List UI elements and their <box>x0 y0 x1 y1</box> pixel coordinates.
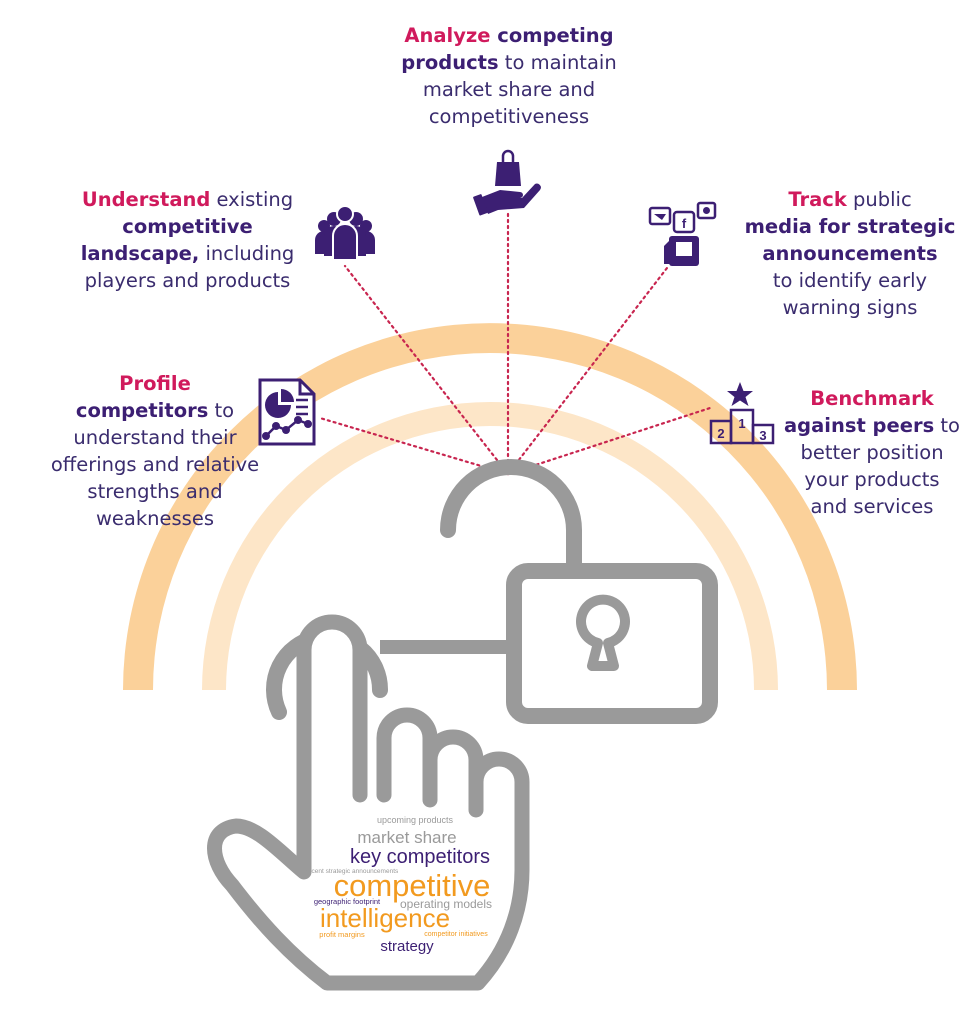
connector-profile <box>318 416 510 476</box>
wc-competitor-initiatives: competitor initiatives <box>424 931 488 938</box>
benchmark-text-segment: against peers <box>784 414 935 437</box>
wc-key-competitors: key competitors <box>350 846 490 868</box>
svg-text:2: 2 <box>717 426 724 441</box>
connector-understand <box>343 264 510 476</box>
analyze-text-segment: to maintain <box>498 51 617 74</box>
profile-line: strengths and <box>30 478 280 505</box>
benchmark-text-segment: your products <box>804 468 940 491</box>
benchmark-line: against peers to <box>765 412 979 439</box>
track-text-segment: public <box>846 188 912 211</box>
track-line: Track public <box>720 186 979 213</box>
track-text-segment: announcements <box>762 242 938 265</box>
connector-benchmark <box>506 406 712 476</box>
benchmark-line: and services <box>765 493 979 520</box>
profile-text-segment: offerings and relative <box>50 453 260 476</box>
benchmark-line: your products <box>765 466 979 493</box>
profile-text-segment: strengths and <box>87 480 223 503</box>
wc-strategy: strategy <box>380 938 434 955</box>
pointing-hand-icon <box>207 614 530 991</box>
padlock-link-bar <box>380 640 516 654</box>
understand-line: players and products <box>50 267 325 294</box>
understand-text-segment: competitive <box>122 215 253 238</box>
wc-intelligence: intelligence <box>320 903 450 933</box>
keyhole-icon <box>576 594 630 671</box>
connector-track <box>506 266 669 476</box>
connector-lines <box>318 212 712 476</box>
profile-line: understand their <box>30 424 280 451</box>
benchmark-text-segment: to <box>934 414 960 437</box>
track-text-segment: to identify early <box>772 269 928 292</box>
understand-line: Understand existing <box>50 186 325 213</box>
track-line: to identify early <box>720 267 979 294</box>
analyze-line: competitiveness <box>378 103 640 130</box>
wc-profit-margins: profit margins <box>319 930 365 939</box>
understand-text-segment: players and products <box>84 269 291 292</box>
profile-text-segment: Profile <box>119 372 191 395</box>
analyze-text-segment: Analyze <box>404 24 491 47</box>
wc-competitive: competitive <box>334 868 491 903</box>
analyze-text-segment: competing <box>490 24 614 47</box>
benchmark-text-segment: and services <box>810 495 934 518</box>
track-line: warning signs <box>720 294 979 321</box>
profile-line: offerings and relative <box>30 451 280 478</box>
wc-upcoming-products: upcoming products <box>377 815 454 825</box>
report-chart-icon <box>258 378 316 446</box>
wc-market-share: market share <box>357 828 456 847</box>
profile-text-segment: understand their <box>73 426 237 449</box>
understand-text-segment: existing <box>210 188 294 211</box>
svg-text:1: 1 <box>738 416 745 431</box>
benchmark-line: better position <box>765 439 979 466</box>
benchmark-text-segment: Benchmark <box>810 387 934 410</box>
benchmark-line: Benchmark <box>765 385 979 412</box>
understand-line: competitive <box>50 213 325 240</box>
analyze-text-segment: market share and <box>422 78 596 101</box>
track-text-segment: warning signs <box>782 296 918 319</box>
track-line: media for strategic <box>720 213 979 240</box>
svg-text:f: f <box>682 216 687 231</box>
benchmark-text-segment: better position <box>800 441 944 464</box>
padlock-shackle <box>440 459 582 576</box>
profile-text-segment: competitors <box>75 399 209 422</box>
profile-text-segment: to <box>208 399 235 422</box>
people-group-icon <box>315 205 375 261</box>
track-text-segment: media for strategic <box>744 215 956 238</box>
analyze-line: Analyze competing <box>378 22 640 49</box>
analyze-line: products to maintain <box>378 49 640 76</box>
profile-line: Profile <box>30 370 280 397</box>
social-media-phone-icon: f <box>648 201 717 266</box>
analyze-line: market share and <box>378 76 640 103</box>
understand-text-segment: Understand <box>81 188 211 211</box>
track-text-segment: Track <box>788 188 847 211</box>
word-cloud: upcoming products market share key compe… <box>306 815 492 955</box>
profile-line: competitors to <box>30 397 280 424</box>
analyze-text-segment: products <box>401 51 499 74</box>
profile-line: weaknesses <box>30 505 280 532</box>
wc-recent-strategic-announcements: recent strategic announcements <box>306 868 399 875</box>
profile-text-segment: weaknesses <box>95 507 215 530</box>
svg-text:3: 3 <box>759 428 766 443</box>
understand-line: landscape, including <box>50 240 325 267</box>
track-line: announcements <box>720 240 979 267</box>
understand-text-segment: including <box>199 242 295 265</box>
wc-geographic-footprint: geographic footprint <box>314 897 381 906</box>
wc-operating-models: operating models <box>400 897 492 911</box>
hand-shopping-bag-icon <box>473 149 541 216</box>
podium-star-icon: 1 2 3 <box>709 382 775 445</box>
understand-text-segment: landscape, <box>80 242 200 265</box>
analyze-text-segment: competitiveness <box>428 105 590 128</box>
